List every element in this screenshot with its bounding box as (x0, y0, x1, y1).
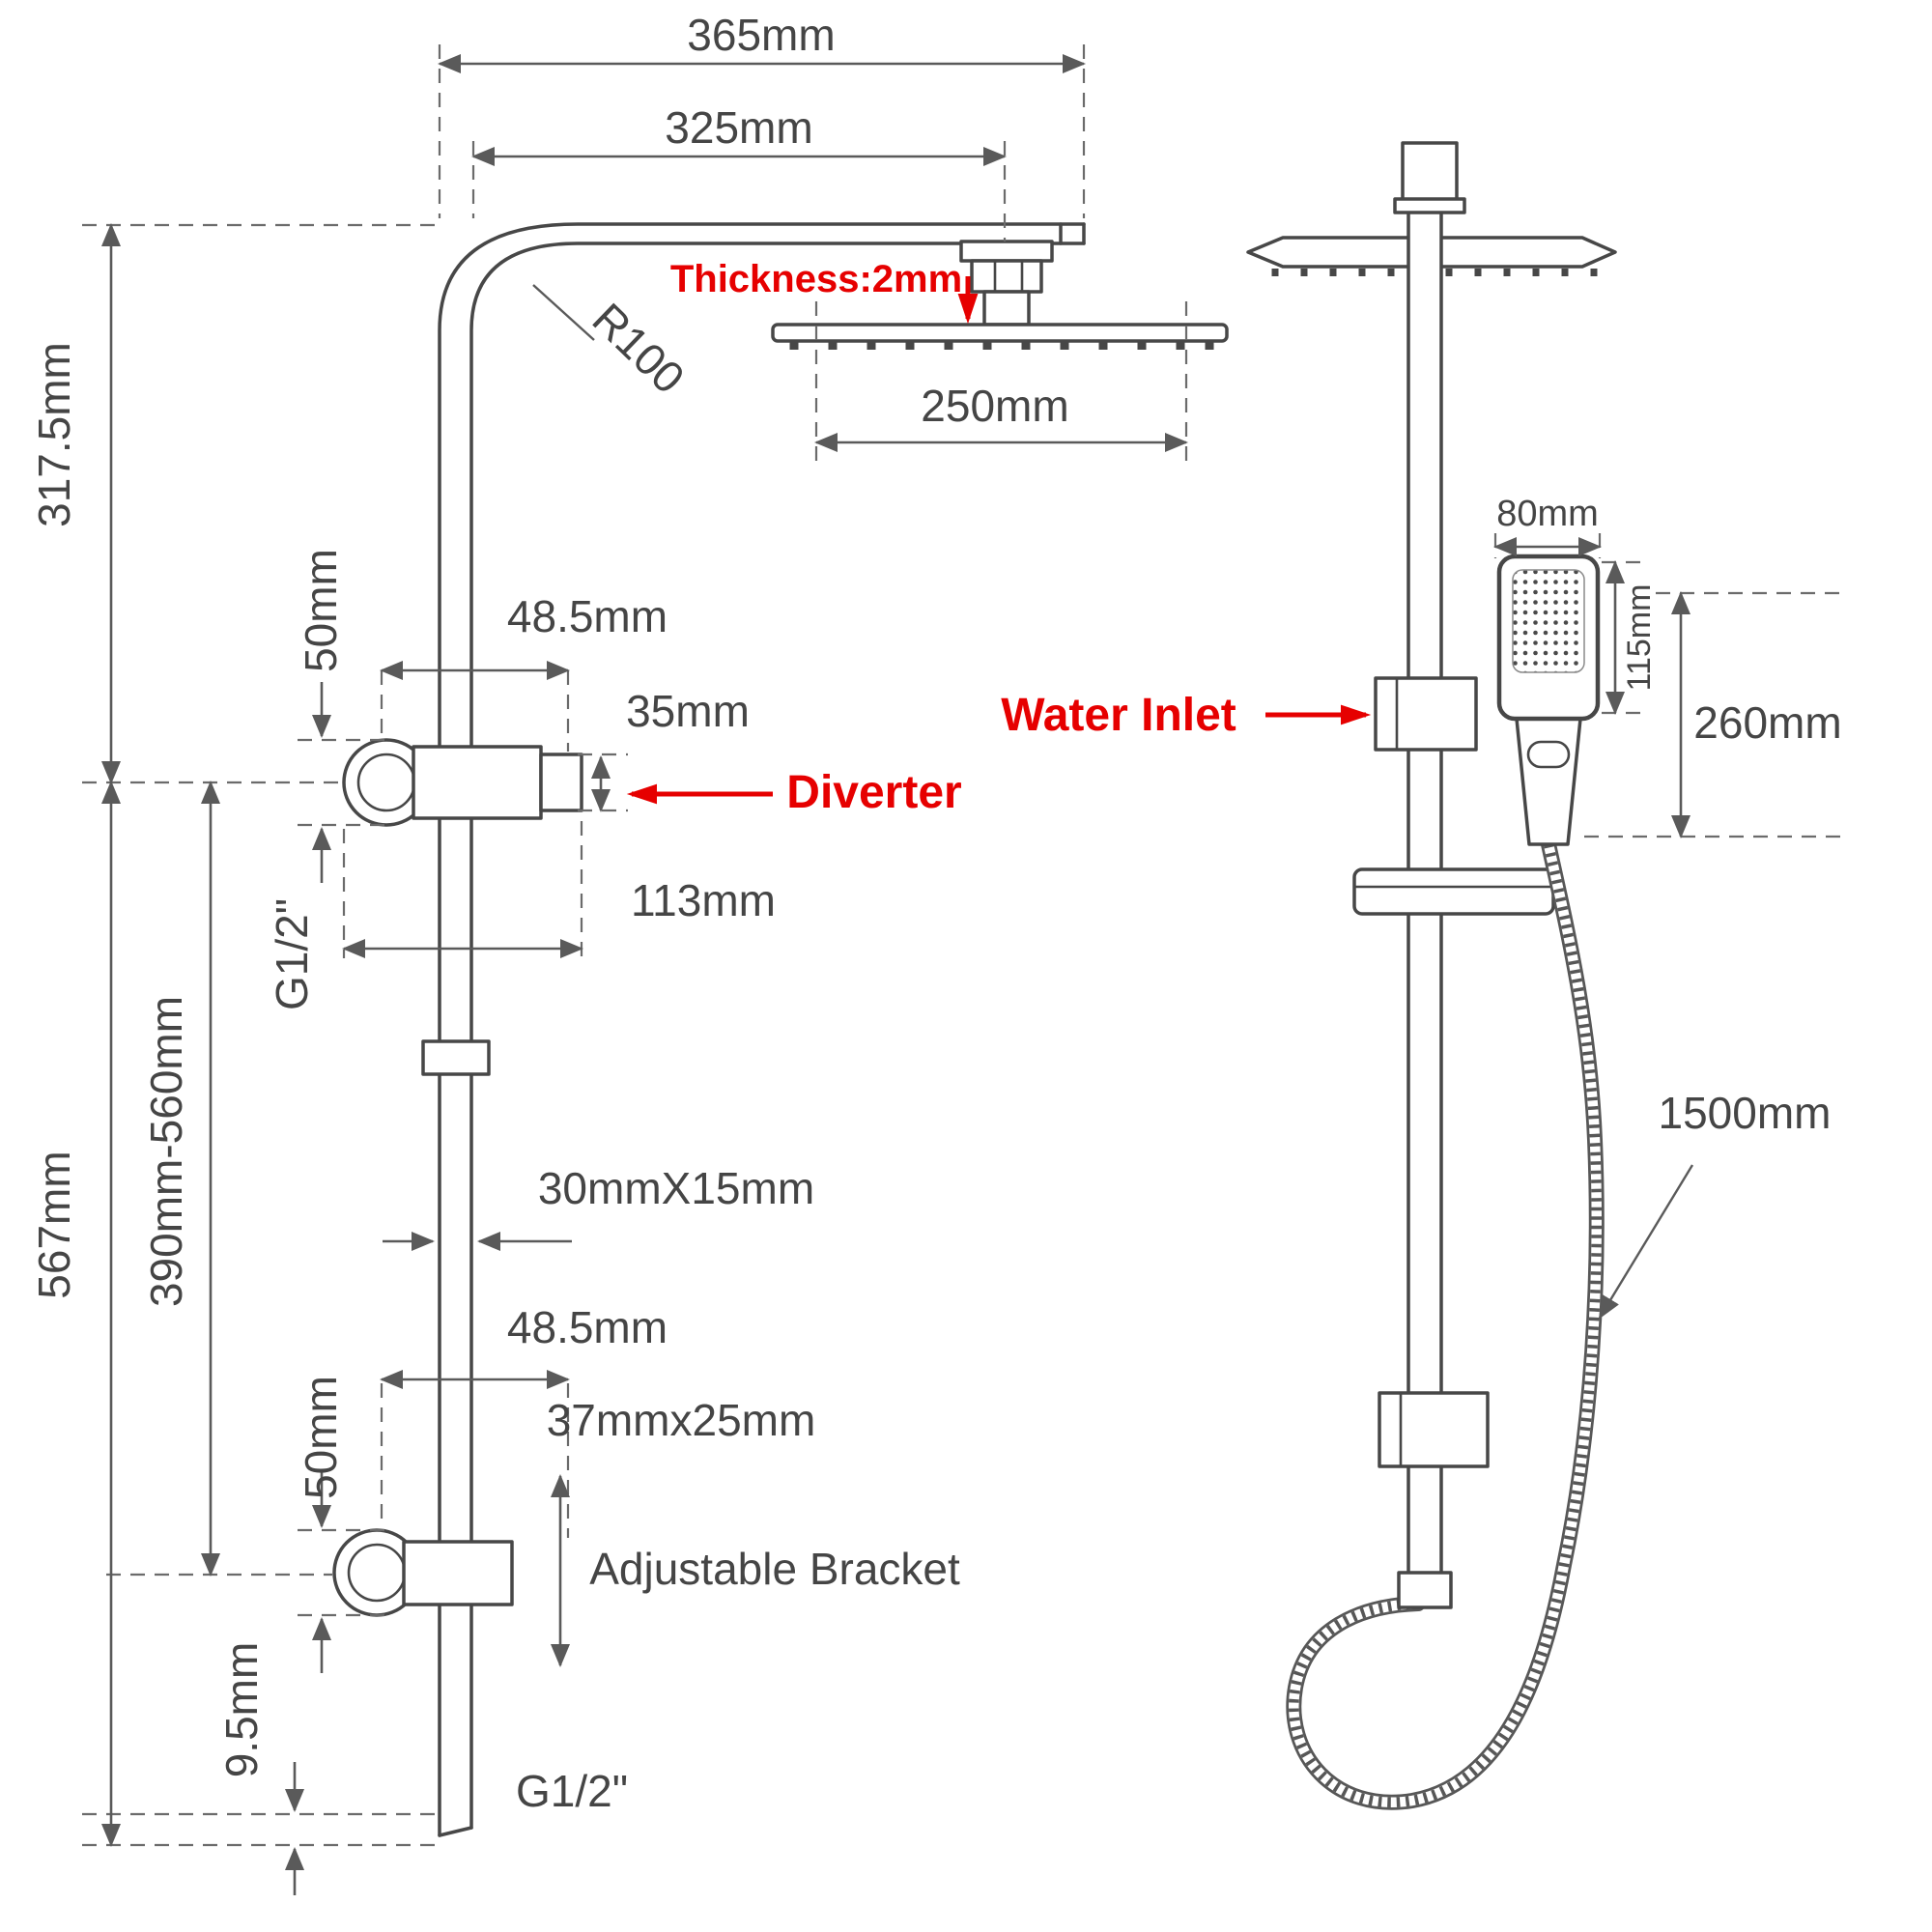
hose-outer (1286, 837, 1605, 1810)
ref-50-bottom (298, 1528, 384, 1617)
connector-nut-facets (993, 261, 1024, 292)
top-inlet-flange (1393, 197, 1466, 214)
dim-30x15-label: 30mmX15mm (538, 1163, 814, 1213)
dim-115-label: 115mm (1621, 584, 1658, 692)
thread-bottom-label: G1/2" (516, 1766, 628, 1816)
dim-365-label: 365mm (687, 10, 835, 60)
rail-outer-edge (438, 222, 1086, 1837)
hose-coil-texture (1289, 842, 1603, 1807)
thickness-label: Thickness:2mm (670, 258, 962, 300)
adjustable-bracket-label: Adjustable Bracket (589, 1544, 960, 1594)
arm-end-cap (1059, 222, 1086, 245)
radius-label: R100 (583, 294, 695, 404)
dim-48-bottom-label: 48.5mm (507, 1302, 668, 1352)
dim-325-label: 325mm (665, 102, 812, 153)
wide-mount-bracket (1352, 867, 1555, 916)
dim-48-top-label: 48.5mm (507, 591, 668, 641)
radius-leader (532, 284, 595, 341)
diverter-body (412, 745, 543, 820)
left-view-dimensions: 365mm 325mm 250mm R100 317.5mm 567mm 390… (29, 10, 1188, 1895)
ext-113 (342, 821, 583, 958)
rail-slider-stop (421, 1039, 491, 1076)
dim-35-label: 35mm (626, 686, 750, 736)
bracket-body (402, 1540, 514, 1606)
water-inlet-bracket (1374, 676, 1478, 752)
right-view-dimensions: 80mm 115mm 260mm 1500mm (1493, 494, 1842, 1320)
hand-shower-spray-face (1512, 569, 1585, 673)
dim-50-top-label: 50mm (296, 549, 346, 672)
hose-inner (1289, 838, 1603, 1807)
dim-1500-label: 1500mm (1659, 1088, 1832, 1138)
hand-shower (1496, 554, 1601, 846)
dim-250-label: 250mm (921, 381, 1068, 431)
thread-top-label: G1/2" (267, 898, 317, 1010)
hand-shower-handle (1515, 717, 1582, 846)
dim-317-label: 317.5mm (29, 342, 79, 527)
right-view-drawing (1246, 141, 1617, 1810)
shower-hose (1286, 837, 1605, 1810)
hose-length-leader (1598, 1164, 1694, 1320)
diverter-knob (539, 753, 583, 812)
connector-flange (959, 240, 1054, 263)
dim-567-label: 567mm (29, 1151, 79, 1298)
ext-48-5-bottom (380, 1383, 570, 1538)
diverter-assembly (342, 738, 583, 827)
dim-50-bottom-label: 50mm (296, 1376, 346, 1499)
head-plate (771, 323, 1229, 343)
hand-shower-mode-button (1526, 740, 1571, 769)
dim-113-label: 113mm (631, 875, 776, 925)
red-annotations: Thickness:2mm Diverter Water Inlet (626, 258, 1372, 818)
ref-50-top (298, 738, 384, 827)
rail-inner-edge (469, 242, 1086, 1830)
dim-390-560-label: 390mm-560mm (141, 996, 191, 1307)
shower-head-side-view (771, 323, 1229, 350)
lower-slide-bracket (1378, 1391, 1490, 1468)
shower-head-front-nozzles (1271, 269, 1598, 276)
shower-head-connector (959, 240, 1054, 327)
connector-nut (970, 259, 1043, 294)
connector-stem (982, 290, 1031, 327)
ref-35 (578, 753, 628, 812)
water-inlet-label: Water Inlet (1001, 690, 1236, 741)
head-nozzles (789, 341, 1214, 350)
top-inlet-connector (1401, 141, 1459, 203)
left-view-drawing (332, 222, 1229, 1837)
dim-37x25-label: 37mmx25mm (547, 1395, 816, 1445)
ext-48-5-top (380, 670, 570, 752)
rail-outlet-cut (438, 1826, 473, 1837)
hose-rail-connector (1397, 1571, 1453, 1609)
diverter-label: Diverter (786, 767, 961, 818)
dim-80-label: 80mm (1496, 494, 1599, 534)
dim-9-5-label: 9.5mm (216, 1642, 267, 1778)
dim-260-label: 260mm (1693, 697, 1841, 748)
adjustable-bracket-assembly (332, 1528, 514, 1617)
